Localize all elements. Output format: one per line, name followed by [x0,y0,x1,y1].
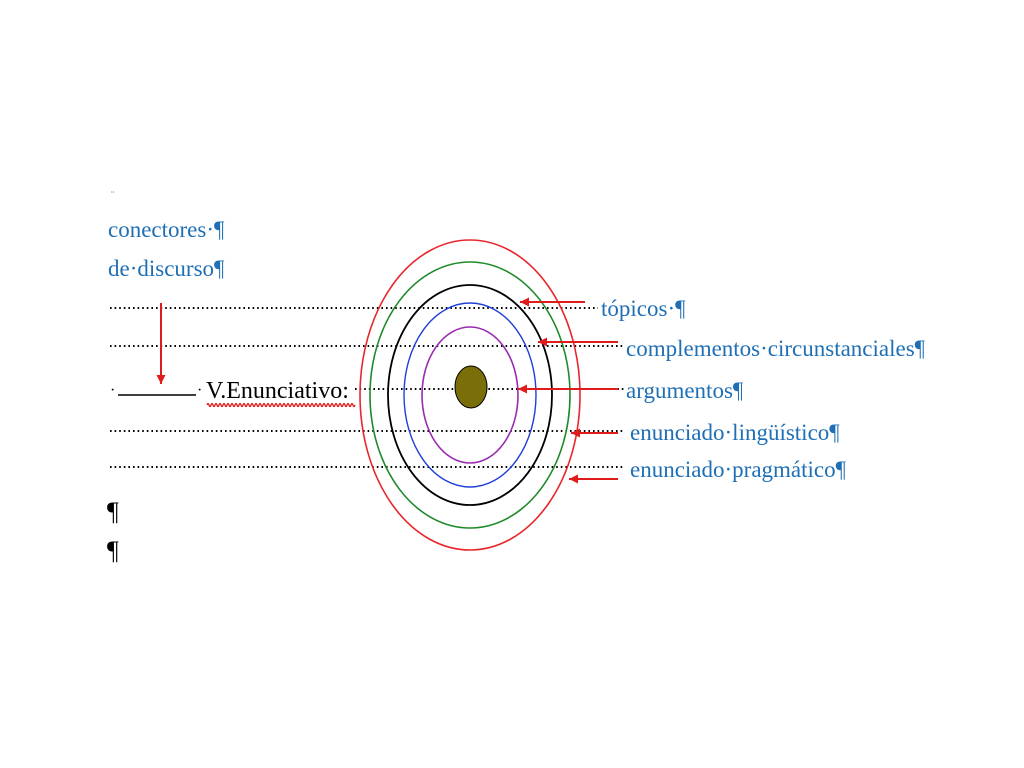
arrow-head [156,375,166,384]
arrow-head [518,384,527,394]
arrow-topicos [520,297,585,307]
label-argumentos: argumentos¶ [626,378,744,403]
ring-topicos [403,302,537,488]
arrow-linguistico [571,428,618,438]
arrow-complementos [538,337,618,347]
leading-dot-2: · [197,382,202,399]
label-conectores: conectores·¶ [108,217,225,242]
ring-enunciado-pragmatico [359,239,581,551]
ring-argumentos [421,326,519,464]
pilcrow-mark-2: ¶ [107,536,119,565]
pilcrow-mark-1: ¶ [107,497,119,526]
spellcheck-underline [206,402,356,408]
arrow-connectors-down [156,303,166,384]
ring-complementos [387,284,553,506]
core-verb [454,365,488,409]
leading-dot: · [110,382,115,399]
arrow-pragmatico [569,474,618,484]
arrow-argumentos [518,384,618,394]
label-enunciado-linguistico: enunciado·lingüístico¶ [630,420,840,445]
label-complementos: complementos·circunstanciales¶ [626,336,926,361]
arrow-head [538,337,547,347]
label-enunciado-pragmatico: enunciado·pragmático¶ [630,457,847,482]
label-topicos: tópicos·¶ [601,296,686,321]
label-de-discurso: de·discurso¶ [108,256,225,281]
label-v-enunciativo: V.Enunciativo: [206,378,349,404]
arrow-head [520,297,529,307]
arrow-head [571,428,580,438]
arrow-head [569,474,578,484]
top-mark: ¨ [111,190,115,201]
ring-enunciado-linguistico [369,261,571,529]
